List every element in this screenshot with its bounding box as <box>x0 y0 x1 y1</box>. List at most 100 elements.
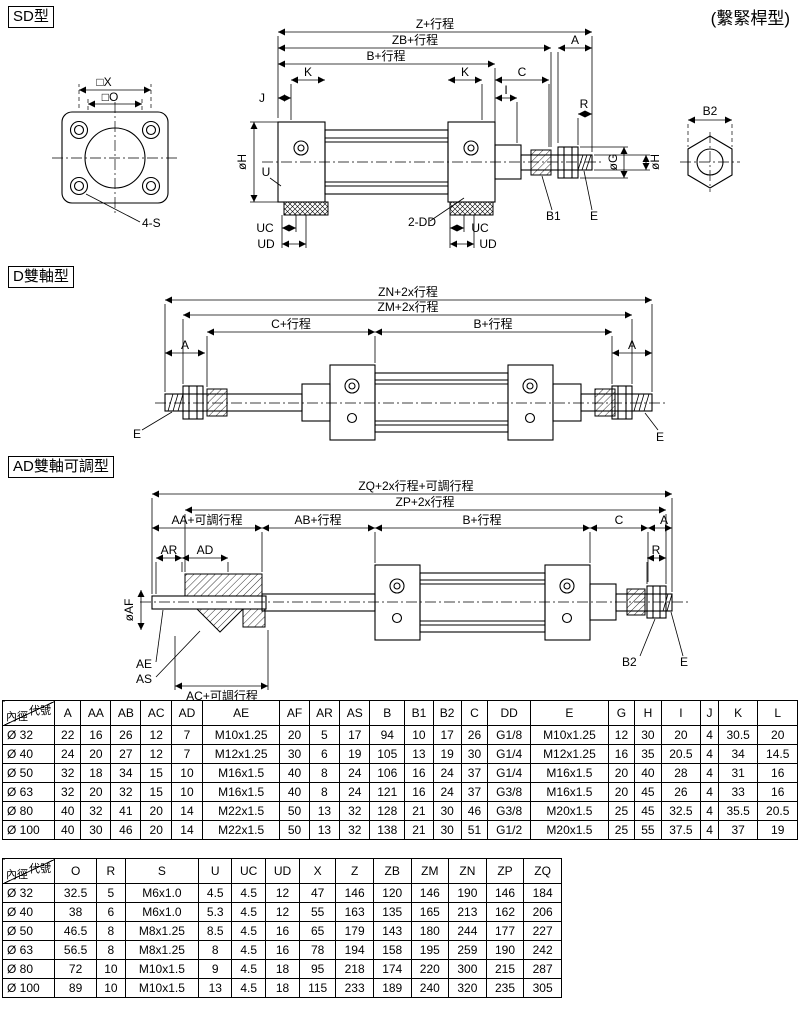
column-header: I <box>660 700 702 726</box>
dimension-value-cell: 56.5 <box>53 940 98 960</box>
column-header: U <box>198 858 233 884</box>
column-header: AE <box>201 700 281 726</box>
dimension-value-cell: 320 <box>448 978 487 998</box>
dim-label-uc-right: UC <box>471 221 489 235</box>
dimension-value-cell: 180 <box>410 921 450 941</box>
dimension-value-cell: 4.5 <box>231 883 267 903</box>
dimension-value-cell: 51 <box>460 820 489 840</box>
dimension-value-cell: 30 <box>279 744 310 764</box>
sd-type-diagram: □X □O 4-S <box>52 16 740 251</box>
dimension-value-cell: M6x1.0 <box>124 902 200 922</box>
dimension-value-cell: 16 <box>265 940 300 960</box>
sd-front-view: □X □O 4-S <box>52 75 178 230</box>
dimension-value-cell: 220 <box>410 959 450 979</box>
dimension-value-cell: 50 <box>279 801 310 821</box>
dimension-value-cell: 32 <box>80 801 112 821</box>
dimension-value-cell: 47 <box>298 883 337 903</box>
dimension-value-cell: 13 <box>198 978 233 998</box>
dim-label-ar: AR <box>161 543 178 557</box>
column-header: AS <box>339 700 371 726</box>
dimension-value-cell: 10 <box>404 725 434 745</box>
dim-label-square-x: □X <box>96 75 111 89</box>
dim-label-square-o: □O <box>102 90 119 104</box>
dimension-value-cell: 146 <box>410 883 450 903</box>
dimension-value-cell: 115 <box>298 978 337 998</box>
section-label-ad: AD雙軸可調型 <box>8 456 114 478</box>
dimension-value-cell: 20.5 <box>757 801 798 821</box>
dimension-value-cell: 4.5 <box>231 921 267 941</box>
dimension-value-cell: 300 <box>448 959 487 979</box>
dimension-value-cell: G1/4 <box>487 763 532 783</box>
dimension-value-cell: 41 <box>110 801 142 821</box>
dimension-value-cell: 78 <box>298 940 337 960</box>
dimension-value-cell: M22x1.5 <box>201 801 281 821</box>
dimension-value-cell: 235 <box>485 978 525 998</box>
dimension-value-cell: 40 <box>279 763 310 783</box>
dimension-value-cell: 89 <box>53 978 98 998</box>
dimension-value-cell: 40 <box>53 801 82 821</box>
dimension-value-cell: M8x1.25 <box>124 921 200 941</box>
dim-label-z-stroke: Z+行程 <box>416 16 454 31</box>
dimension-value-cell: 34 <box>110 763 142 783</box>
dim-label-ab: AB+行程 <box>294 512 341 527</box>
column-header: ZB <box>372 858 412 884</box>
dimension-value-cell: 20 <box>607 782 636 802</box>
dimension-value-cell: 17 <box>432 725 462 745</box>
dimension-value-cell: 215 <box>485 959 525 979</box>
dimension-value-cell: 55 <box>298 902 337 922</box>
dim-label-a: A <box>571 33 579 47</box>
dimension-value-cell: 305 <box>523 978 562 998</box>
dimension-value-cell: M20x1.5 <box>530 820 609 840</box>
dim-label-zb-stroke: ZB+行程 <box>392 32 438 47</box>
dimension-value-cell: 19 <box>757 820 798 840</box>
row-header-bore: Ø 100 <box>2 820 55 840</box>
dimension-value-cell: 4 <box>700 782 719 802</box>
row-header-bore: Ø 40 <box>2 744 55 764</box>
row-header-bore: Ø 80 <box>2 801 55 821</box>
row-header-bore: Ø 40 <box>2 902 55 922</box>
d-side-view: ZN+2x行程 ZM+2x行程 C+行程 B+行程 A A <box>133 285 665 444</box>
dimension-value-cell: 31 <box>717 763 759 783</box>
dimension-value-cell: 10 <box>96 978 126 998</box>
dim-label-ud-right: UD <box>479 237 497 251</box>
row-header-bore: Ø 63 <box>2 940 55 960</box>
dimension-value-cell: 16 <box>607 744 636 764</box>
label-b1: B1 <box>546 209 561 223</box>
column-header: ZM <box>410 858 450 884</box>
dimension-value-cell: 194 <box>335 940 374 960</box>
column-header: AR <box>308 700 341 726</box>
dimension-value-cell: 28 <box>660 763 702 783</box>
column-header: J <box>700 700 719 726</box>
dimension-value-cell: 65 <box>298 921 337 941</box>
dimension-value-cell: 121 <box>369 782 406 802</box>
dimension-value-cell: 195 <box>410 940 450 960</box>
dimension-value-cell: 72 <box>53 959 98 979</box>
dimension-value-cell: 8 <box>96 940 126 960</box>
dim-label-ud-left: UD <box>257 237 275 251</box>
column-header: R <box>96 858 126 884</box>
dimension-value-cell: M12x1.25 <box>530 744 609 764</box>
column-header: UD <box>265 858 300 884</box>
dimension-value-cell: 128 <box>369 801 406 821</box>
dimension-value-cell: 4.5 <box>231 959 267 979</box>
row-header-bore: Ø 50 <box>2 763 55 783</box>
dim-label-ad: AD <box>197 543 214 557</box>
label-as: AS <box>136 672 152 686</box>
dimension-value-cell: 10 <box>171 782 203 802</box>
label-ports-dd: 2-DD <box>408 215 436 229</box>
column-header: G <box>607 700 636 726</box>
dimension-value-cell: 162 <box>485 902 525 922</box>
dim-label-a: A <box>660 513 668 527</box>
variant-note: (繫緊桿型) <box>710 9 790 28</box>
dimension-value-cell: 20 <box>140 820 173 840</box>
dimension-value-cell: 32 <box>53 782 82 802</box>
dimension-value-cell: 16 <box>80 725 112 745</box>
table-corner-header: 代號內徑 <box>2 700 55 726</box>
ad-type-diagram: ZQ+2x行程+可調行程 ZP+2x行程 AA+可調行程 AB+行程 B+行程 … <box>122 478 690 703</box>
dim-label-c: C <box>518 65 527 79</box>
dimension-value-cell: 30 <box>460 744 489 764</box>
